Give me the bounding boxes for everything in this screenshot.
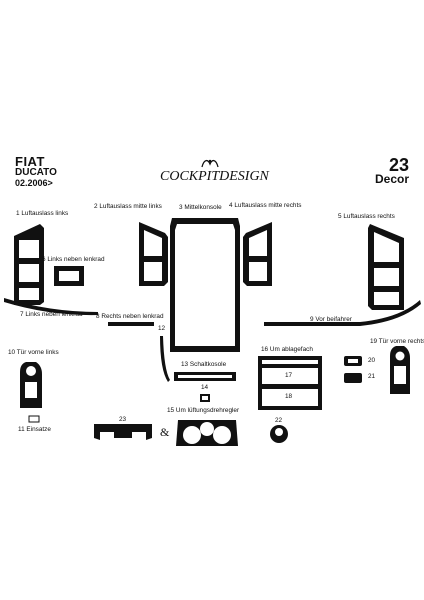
label-part-15: 15 Um lüftungsdrehregler (167, 407, 240, 414)
label-part-12: 12 (158, 325, 166, 332)
part-13-gear-console (174, 372, 236, 381)
label-part-5: 5 Luftauslass rechts (338, 213, 395, 220)
decor-number: 23 (388, 155, 409, 175)
label-part-20: 20 (368, 357, 376, 364)
part-4-vent-middle-right (243, 222, 272, 286)
label-part-17: 17 (285, 372, 293, 379)
ampersand: & (160, 425, 170, 439)
brand-block: FIAT DUCATO 02.2006> (15, 154, 57, 189)
brand-make: FIAT (15, 154, 45, 169)
label-part-4: 4 Luftauslass mitte rechts (229, 202, 302, 209)
label-part-2: 2 Luftauslass mitte links (94, 203, 162, 210)
part-8-strip-right-of-steering (108, 322, 154, 326)
brand-model: DUCATO (15, 167, 57, 178)
label-part-19: 19 Tür vorne rechts (370, 338, 424, 345)
brand-year: 02.2006> (15, 178, 53, 188)
part-6-left-of-steering (54, 266, 84, 286)
part-22-round (270, 425, 288, 443)
label-part-10: 10 Tür vorne links (8, 349, 59, 356)
cockpitdesign-logo: COCKPITDESIGN (160, 158, 269, 196)
label-part-16: 16 Um ablagefach (261, 346, 313, 353)
label-part-22: 22 (275, 417, 283, 424)
label-part-9: 9 Vor beifahrer (310, 316, 352, 323)
label-part-8: 8 Rechts neben lenkrad (96, 313, 164, 320)
part-20-piece (344, 356, 362, 366)
label-part-6: 6 Links neben lenkrad (42, 256, 105, 263)
label-part-3: 3 Mittelkonsole (179, 204, 222, 211)
part-7-strip-left (4, 298, 98, 316)
part-2-vent-middle-left (139, 222, 168, 286)
part-5-vent-right (368, 224, 404, 310)
part-1-vent-left (14, 224, 44, 305)
decor-block: 23 Decor (374, 155, 409, 186)
label-part-23: 23 (119, 416, 127, 423)
part-23-bracket (94, 424, 152, 440)
part-15-vent-knob-surround (176, 420, 238, 446)
label-part-7: 7 Links neben lenkrad (20, 311, 83, 318)
part-10-door-front-left (20, 362, 42, 408)
label-part-11: 11 Einsatze (18, 426, 51, 433)
part-3-center-console (170, 218, 240, 352)
label-part-13: 13 Schaltkosole (181, 361, 227, 368)
part-9-passenger-strip (264, 300, 421, 326)
part-11-inserts (28, 415, 40, 423)
decor-word: Decor (374, 172, 409, 186)
part-19-door-front-right (390, 346, 410, 394)
part-14-small-piece (200, 394, 210, 402)
logo-text: COCKPITDESIGN (160, 169, 269, 184)
part-16-storage-surround (258, 356, 322, 410)
label-part-18: 18 (285, 393, 293, 400)
label-part-14: 14 (201, 384, 209, 391)
label-part-21: 21 (368, 373, 376, 380)
part-21-piece (344, 373, 362, 383)
part-12-curved-strip (160, 336, 170, 382)
logo-mark-icon (201, 159, 219, 168)
label-part-1: 1 Luftauslass links (16, 210, 69, 217)
